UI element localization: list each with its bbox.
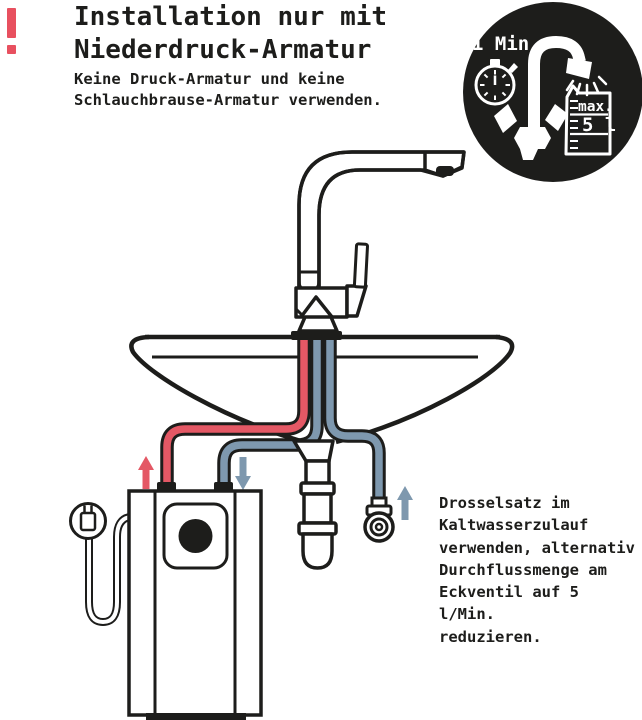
mounting-plate bbox=[291, 331, 342, 340]
corner-valve-eckventil bbox=[363, 496, 395, 543]
heater-hot-port-fitting bbox=[157, 482, 176, 492]
cold-supply-rising-arrow bbox=[397, 486, 413, 520]
handle-base bbox=[345, 284, 368, 318]
lever-handle bbox=[352, 242, 369, 289]
single-lever-kitchen-faucet bbox=[291, 150, 466, 340]
quick-heatup-badge: 1 Min. bbox=[463, 2, 642, 182]
warning-exclamation-bar bbox=[7, 8, 16, 38]
aerator bbox=[436, 166, 454, 176]
badge-duration-label: 1 Min. bbox=[472, 33, 541, 55]
beaker-max-label: max. bbox=[578, 99, 613, 115]
hot-water-hose bbox=[160, 334, 311, 484]
cold-supply-hose-from-valve bbox=[323, 334, 386, 502]
faucet-base bbox=[297, 315, 339, 333]
measuring-beaker-icon bbox=[564, 84, 612, 156]
page-title: Installation nur mit Niederdruck-Armatur bbox=[74, 2, 388, 65]
faucet-spray-icon bbox=[494, 35, 608, 160]
hot-water-rising-arrow bbox=[138, 456, 154, 489]
beaker-volume-label: 5 l bbox=[582, 114, 616, 136]
page-subtitle: Keine Druck-Armatur und keine Schlauchbr… bbox=[74, 70, 382, 109]
drain-siphon bbox=[292, 439, 338, 570]
heater-base bbox=[146, 713, 246, 720]
right-handle bbox=[545, 104, 568, 131]
undersink-water-heater bbox=[127, 482, 263, 720]
cold-water-descending-arrow bbox=[235, 457, 251, 490]
warning-exclamation-dot bbox=[7, 45, 16, 54]
power-cord bbox=[85, 513, 131, 627]
faucet-body-chevron bbox=[299, 295, 334, 319]
stopwatch-icon bbox=[474, 59, 518, 106]
throttle-set-annotation: Drosselsatz im Kaltwasserzulauf verwende… bbox=[439, 494, 635, 646]
heater-temperature-knob bbox=[178, 519, 213, 553]
power-plug-icon bbox=[69, 502, 107, 540]
left-handle bbox=[494, 104, 517, 133]
heater-cold-port-fitting bbox=[214, 482, 233, 492]
cold-water-hose-to-heater bbox=[217, 334, 324, 484]
warning-exclamation: ! bbox=[6, 8, 18, 58]
